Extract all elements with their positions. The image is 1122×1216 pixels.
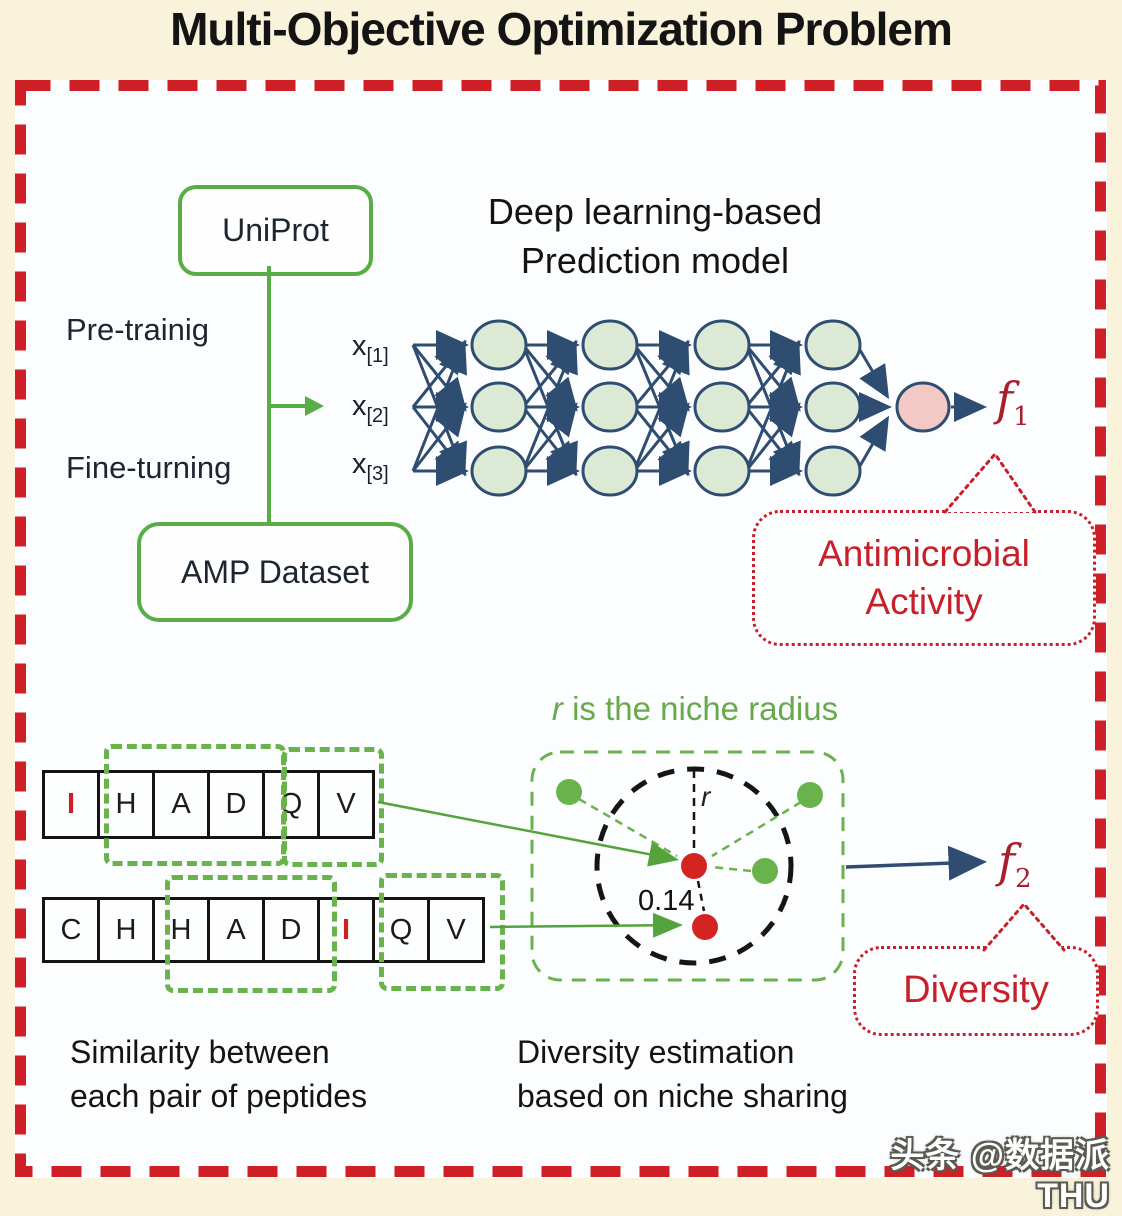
neighbor-link-1 <box>578 797 678 858</box>
peptide-highlight-box-row1-qv <box>282 747 384 867</box>
peptide-highlight-box-row1-had <box>104 744 286 866</box>
input-x1-base: x <box>352 330 367 362</box>
input-x2-sub: [2] <box>366 404 389 427</box>
peptide-cell: V <box>427 897 485 963</box>
f1-sub: 1 <box>1013 402 1030 433</box>
f2-sub: 2 <box>1015 864 1032 895</box>
red-dashed-border <box>15 80 1106 1177</box>
peptide-cell: H <box>152 897 210 963</box>
population-dot-1 <box>556 779 582 805</box>
f2-arrow <box>845 845 987 881</box>
distance-label: 0.14 <box>638 885 694 917</box>
peptide-cell: H <box>97 897 155 963</box>
caption-similarity: Similarity between each pair of peptides <box>70 1030 367 1118</box>
niche-radius-caption-rest: is the niche radius <box>562 690 839 727</box>
amp-dataset-box: AMP Dataset <box>137 522 413 622</box>
diversity-bubble-pointer <box>982 901 1066 952</box>
radius-label: r <box>701 781 712 812</box>
caption-similarity-line1: Similarity between <box>70 1034 330 1070</box>
peptide-cell: I <box>317 897 375 963</box>
peptide-cell: A <box>152 770 210 839</box>
f1-symbol: f1 <box>996 372 1030 432</box>
peptide-highlight-box-row2-qv <box>379 873 505 991</box>
model-title-line2: Prediction model <box>520 239 790 281</box>
peptide-cell: I <box>42 770 100 839</box>
diversity-bubble: Diversity <box>853 946 1099 1036</box>
antimicrobial-bubble-line1: Antimicrobial <box>818 532 1030 574</box>
input-label-x2: x[2] <box>352 390 389 428</box>
peptide-highlight-box-row2-had <box>165 875 337 993</box>
figure-title: Multi-Objective Optimization Problem <box>170 3 953 55</box>
neighbor-link-2 <box>711 800 802 858</box>
similarity-arrow-1 <box>377 800 679 867</box>
caption-diversity-line1: Diversity estimation <box>517 1034 795 1070</box>
antimicrobial-bubble-pointer <box>943 451 1037 514</box>
niche-sharing-diagram: r 0.14 <box>377 750 987 982</box>
input-x1-sub: [1] <box>366 344 389 367</box>
antimicrobial-activity-bubble: Antimicrobial Activity <box>752 510 1096 646</box>
neural-network-diagram <box>411 319 987 497</box>
peptide-cell: V <box>317 770 375 839</box>
f2-base: f <box>998 834 1016 888</box>
peptide-cell: A <box>207 897 265 963</box>
model-title-line1: Deep learning-based <box>487 191 823 232</box>
pretraining-label: Pre-trainig <box>66 312 209 347</box>
caption-similarity-line2: each pair of peptides <box>70 1078 368 1115</box>
peptide-cell: C <box>42 897 100 963</box>
f2-symbol: f2 <box>998 834 1032 894</box>
input-label-x1: x[1] <box>352 330 389 368</box>
flow-arrow-icon <box>305 396 324 416</box>
similarity-arrow-2 <box>489 912 683 938</box>
niche-container <box>530 750 845 982</box>
finetuning-label: Fine-turning <box>66 450 232 485</box>
input-x3-base: x <box>352 448 367 480</box>
watermark: 头条 @数据派THU <box>890 1137 1110 1215</box>
uniprot-box: UniProt <box>178 185 373 276</box>
flow-arrow-shaft <box>269 404 307 408</box>
input-label-x3: x[3] <box>352 448 389 486</box>
input-x2-base: x <box>352 390 367 422</box>
population-dot-3 <box>752 858 778 884</box>
peptide-cell: D <box>262 897 320 963</box>
neighbor-link-3 <box>711 865 752 873</box>
uniprot-label: UniProt <box>222 212 329 248</box>
input-x3-sub: [3] <box>366 462 389 485</box>
peptide-row-1: I H A D Q V <box>42 770 375 839</box>
f1-base: f <box>996 372 1014 426</box>
neighbor-peptide-dot <box>692 914 718 940</box>
niche-radius-caption: r is the niche radius <box>505 690 885 728</box>
population-dot-2 <box>797 782 823 808</box>
antimicrobial-bubble-line2: Activity <box>865 581 983 622</box>
network-nodes <box>470 319 862 497</box>
network-connections <box>411 330 987 486</box>
peptide-cell: D <box>207 770 265 839</box>
flow-connector-line <box>267 266 271 524</box>
diversity-bubble-label: Diversity <box>903 969 1049 1012</box>
niche-circle <box>594 766 794 966</box>
model-title: Deep learning-based Prediction model <box>405 188 905 286</box>
niche-radius-caption-r: r <box>551 690 563 727</box>
center-peptide-dot <box>681 853 707 879</box>
caption-diversity: Diversity estimation based on niche shar… <box>517 1030 848 1118</box>
caption-diversity-line2: based on niche sharing <box>517 1078 848 1115</box>
distance-link <box>696 880 706 912</box>
output-node <box>895 381 951 433</box>
amp-dataset-label: AMP Dataset <box>181 553 369 590</box>
